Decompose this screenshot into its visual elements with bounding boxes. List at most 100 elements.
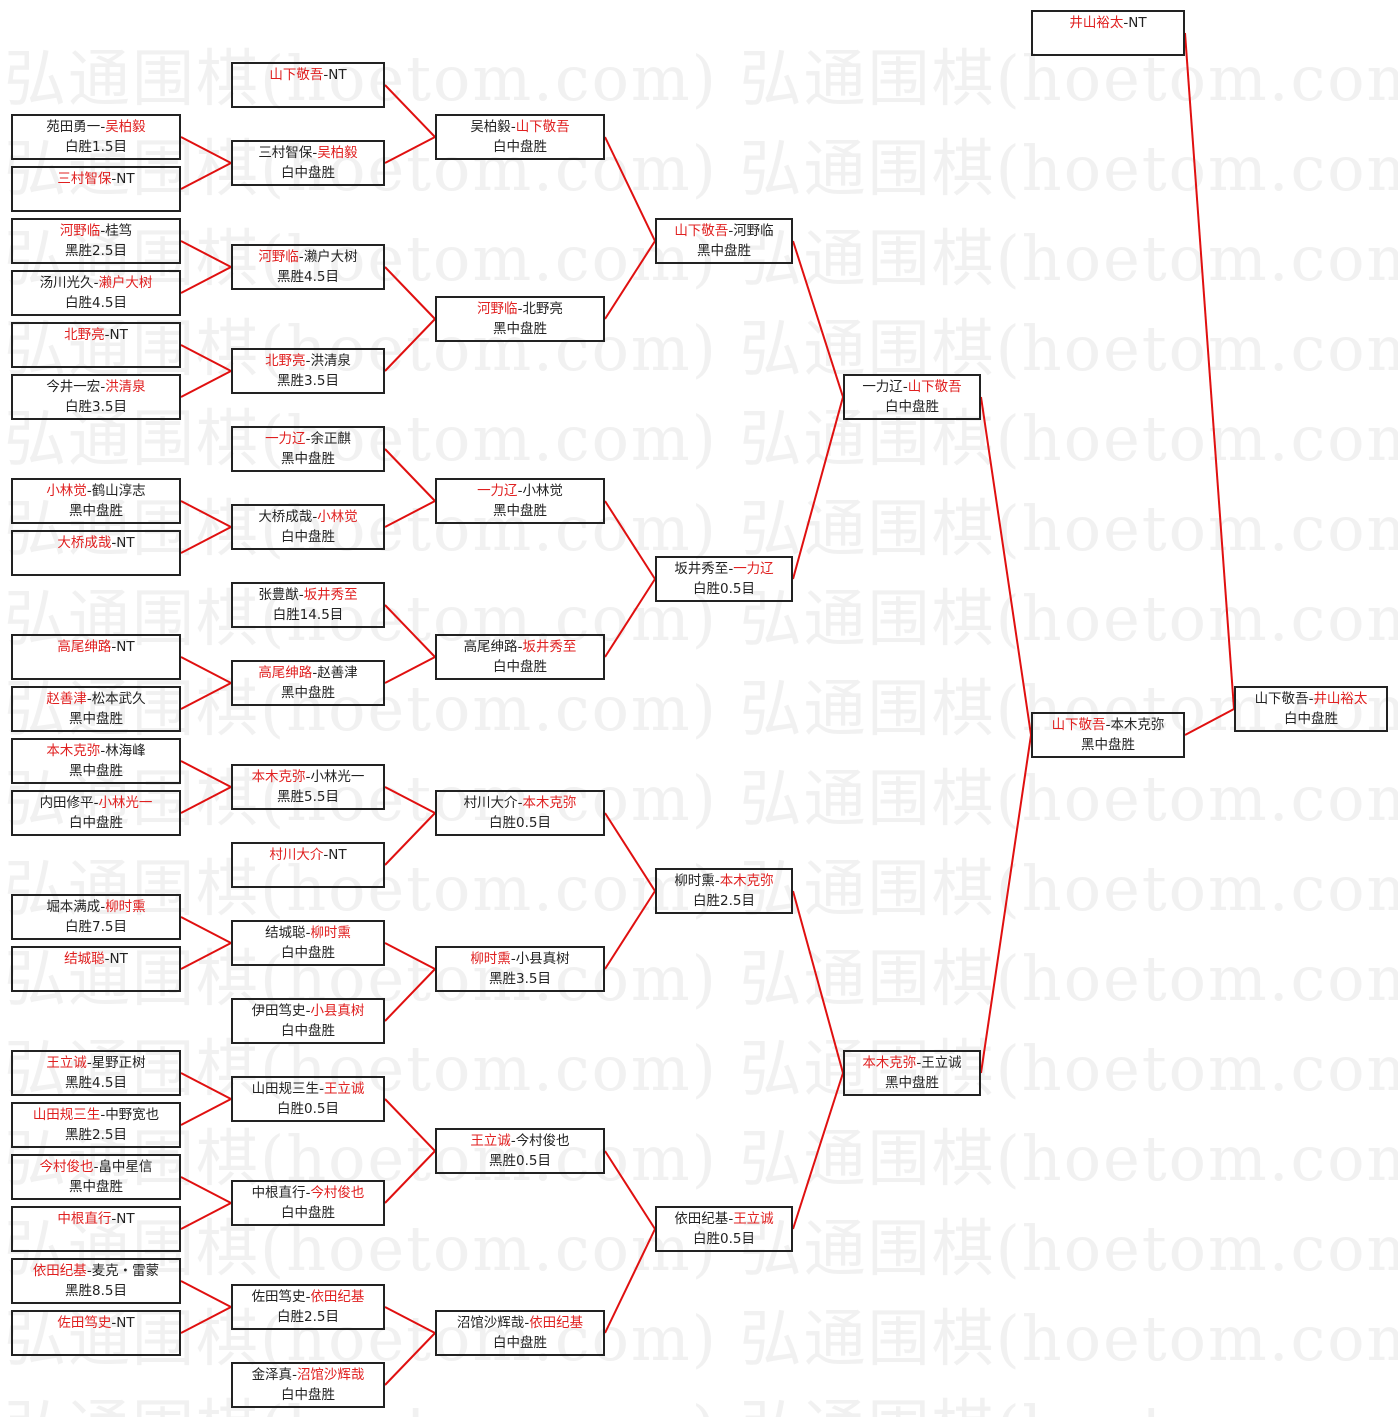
match-box[interactable]: 大桥成哉-NT bbox=[11, 530, 181, 576]
match-box[interactable]: 山田规三生-王立诚白胜0.5目 bbox=[231, 1076, 385, 1122]
match-box[interactable]: 佐田笃史-依田纪基白胜2.5目 bbox=[231, 1284, 385, 1330]
winner-name: 王立诚 bbox=[323, 1081, 365, 1097]
match-box[interactable]: 三村智保-吴柏毅白中盘胜 bbox=[231, 140, 385, 186]
bracket-connector bbox=[180, 942, 232, 970]
match-result: 黑中盘胜 bbox=[281, 451, 335, 467]
separator: - bbox=[305, 1289, 311, 1305]
match-result: 白中盘胜 bbox=[281, 1023, 335, 1039]
match-box[interactable]: 汤川光久-濑户大树白胜4.5目 bbox=[11, 270, 181, 316]
bracket-connector bbox=[180, 344, 232, 372]
match-box[interactable]: 柳时熏-小县真树黑胜3.5目 bbox=[435, 946, 605, 992]
winner-name: 沼馆沙辉哉 bbox=[296, 1367, 365, 1383]
separator: - bbox=[305, 769, 311, 785]
match-box[interactable]: 结城聪-NT bbox=[11, 946, 181, 992]
match-box[interactable]: 高尾绅路-NT bbox=[11, 634, 181, 680]
match-box[interactable]: 堀本满成-柳时熏白胜7.5目 bbox=[11, 894, 181, 940]
match-result: 黑中盘胜 bbox=[69, 1179, 123, 1195]
match-players: 山下敬吾-本木克弥 bbox=[1033, 715, 1183, 735]
player-name: 结城聪 bbox=[265, 925, 306, 941]
match-box[interactable]: 吴柏毅-山下敬吾白中盘胜 bbox=[435, 114, 605, 160]
match-box[interactable]: 高尾绅路-赵善津黑中盘胜 bbox=[231, 660, 385, 706]
match-box[interactable]: 依田纪基-王立诚白胜0.5目 bbox=[655, 1206, 793, 1252]
winner-name: 山下敬吾 bbox=[1051, 717, 1106, 733]
match-box[interactable]: 本木克弥-小林光一黑胜5.5目 bbox=[231, 764, 385, 810]
match-box[interactable]: 北野亮-NT bbox=[11, 322, 181, 368]
player-name: NT bbox=[328, 67, 347, 83]
match-players: 本木克弥-王立诚 bbox=[845, 1053, 979, 1073]
match-players: 山下敬吾-井山裕太 bbox=[1236, 689, 1386, 709]
match-box[interactable]: 内田修平-小林光一白中盘胜 bbox=[11, 790, 181, 836]
player-name: 村川大介 bbox=[463, 795, 518, 811]
match-box[interactable]: 今村俊也-畠中星信黑中盘胜 bbox=[11, 1154, 181, 1200]
player-name: 小林觉 bbox=[522, 483, 563, 499]
match-box[interactable]: 井山裕太-NT bbox=[1031, 10, 1185, 56]
match-box[interactable]: 河野临-北野亮黑中盘胜 bbox=[435, 296, 605, 342]
bracket-connector bbox=[180, 916, 232, 944]
match-box[interactable]: 河野临-桂笃黑胜2.5目 bbox=[11, 218, 181, 264]
winner-name: 本木克弥 bbox=[862, 1055, 917, 1071]
winner-name: 山下敬吾 bbox=[674, 223, 729, 239]
match-box[interactable]: 山下敬吾-河野临黑中盘胜 bbox=[655, 218, 793, 264]
match-players: 内田修平-小林光一 bbox=[13, 793, 179, 813]
match-box[interactable]: 本木克弥-王立诚黑中盘胜 bbox=[843, 1050, 981, 1096]
match-box[interactable]: 王立诚-今村俊也黑胜0.5目 bbox=[435, 1128, 605, 1174]
winner-name: 北野亮 bbox=[265, 353, 306, 369]
match-box[interactable]: 佐田笃史-NT bbox=[11, 1310, 181, 1356]
match-box[interactable]: 一力辽-山下敬吾白中盘胜 bbox=[843, 374, 981, 420]
match-box[interactable]: 北野亮-洪清泉黑胜3.5目 bbox=[231, 348, 385, 394]
bracket-connector bbox=[180, 682, 232, 710]
match-box[interactable]: 山下敬吾-本木克弥黑中盘胜 bbox=[1031, 712, 1185, 758]
match-box[interactable]: 苑田勇一-吴柏毅白胜1.5目 bbox=[11, 114, 181, 160]
player-name: 沼馆沙辉哉 bbox=[456, 1315, 525, 1331]
match-box[interactable]: 王立诚-星野正树黑胜4.5目 bbox=[11, 1050, 181, 1096]
separator: - bbox=[111, 1315, 117, 1331]
winner-name: 小林觉 bbox=[46, 483, 87, 499]
bracket-connector bbox=[384, 1150, 436, 1204]
match-box[interactable]: 山田规三生-中野宽也黑胜2.5目 bbox=[11, 1102, 181, 1148]
match-result: 白胜0.5目 bbox=[277, 1101, 339, 1117]
match-box[interactable]: 山下敬吾-NT bbox=[231, 62, 385, 108]
match-result: 黑胜5.5目 bbox=[277, 789, 339, 805]
player-name: 鹤山淳志 bbox=[91, 483, 146, 499]
match-box[interactable]: 坂井秀至-一力辽白胜0.5目 bbox=[655, 556, 793, 602]
match-box[interactable]: 赵善津-松本武久黑中盘胜 bbox=[11, 686, 181, 732]
match-box[interactable]: 柳时熏-本木克弥白胜2.5目 bbox=[655, 868, 793, 914]
winner-name: 今村俊也 bbox=[39, 1159, 94, 1175]
winner-name: 大桥成哉 bbox=[57, 535, 112, 551]
separator: - bbox=[510, 951, 516, 967]
match-box[interactable]: 大桥成哉-小林觉白中盘胜 bbox=[231, 504, 385, 550]
match-box[interactable]: 本木克弥-林海峰黑中盘胜 bbox=[11, 738, 181, 784]
match-players: 高尾绅路-NT bbox=[13, 637, 179, 657]
winner-name: 坂井秀至 bbox=[522, 639, 577, 655]
match-players: 山田规三生-中野宽也 bbox=[13, 1105, 179, 1125]
match-box[interactable]: 三村智保-NT bbox=[11, 166, 181, 212]
match-box[interactable]: 今井一宏-洪清泉白胜3.5目 bbox=[11, 374, 181, 420]
match-box[interactable]: 中根直行-NT bbox=[11, 1206, 181, 1252]
match-box[interactable]: 一力辽-余正麒黑中盘胜 bbox=[231, 426, 385, 472]
match-box[interactable]: 张豊猷-坂井秀至白胜14.5目 bbox=[231, 582, 385, 628]
match-box[interactable]: 高尾绅路-坂井秀至白中盘胜 bbox=[435, 634, 605, 680]
player-name: NT bbox=[109, 951, 128, 967]
player-name: 小县真树 bbox=[515, 951, 570, 967]
match-box[interactable]: 村川大介-本木克弥白胜0.5目 bbox=[435, 790, 605, 836]
bracket-connector bbox=[384, 500, 436, 528]
match-box[interactable]: 金泽真-沼馆沙辉哉白中盘胜 bbox=[231, 1362, 385, 1408]
match-box[interactable]: 依田纪基-麦克・雷蒙黑胜8.5目 bbox=[11, 1258, 181, 1304]
match-box[interactable]: 中根直行-今村俊也白中盘胜 bbox=[231, 1180, 385, 1226]
match-box[interactable]: 沼馆沙辉哉-依田纪基白中盘胜 bbox=[435, 1310, 605, 1356]
winner-name: 小林觉 bbox=[317, 509, 358, 525]
separator: - bbox=[93, 1159, 99, 1175]
match-box[interactable]: 一力辽-小林觉黑中盘胜 bbox=[435, 478, 605, 524]
match-box[interactable]: 河野临-濑户大树黑胜4.5目 bbox=[231, 244, 385, 290]
match-box[interactable]: 山下敬吾-井山裕太白中盘胜 bbox=[1234, 686, 1388, 732]
match-result: 白中盘胜 bbox=[69, 815, 123, 831]
bracket-connector bbox=[180, 500, 232, 528]
match-box[interactable]: 村川大介-NT bbox=[231, 842, 385, 888]
match-players: 柳时熏-本木克弥 bbox=[657, 871, 791, 891]
match-result: 黑中盘胜 bbox=[493, 503, 547, 519]
match-box[interactable]: 结城聪-柳时熏白中盘胜 bbox=[231, 920, 385, 966]
winner-name: 佐田笃史 bbox=[57, 1315, 112, 1331]
match-box[interactable]: 小林觉-鹤山淳志黑中盘胜 bbox=[11, 478, 181, 524]
match-box[interactable]: 伊田笃史-小县真树白中盘胜 bbox=[231, 998, 385, 1044]
